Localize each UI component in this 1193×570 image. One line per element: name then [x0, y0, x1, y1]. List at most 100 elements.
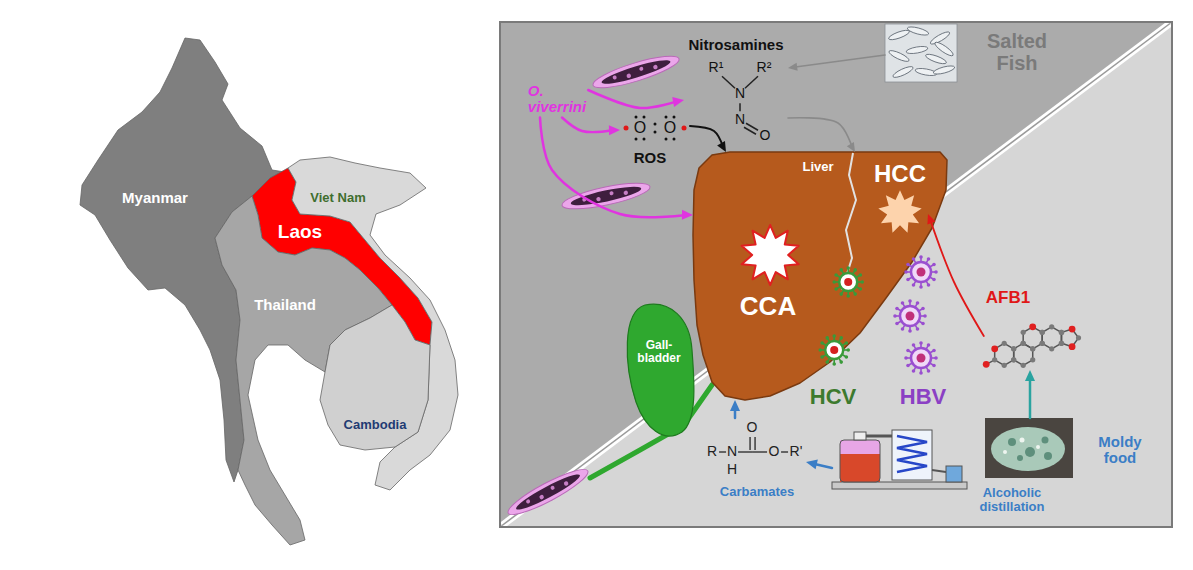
- toxin-structure: AFB1: [984, 287, 1082, 370]
- virus-spike-tip: [932, 263, 936, 267]
- tumor-site: HCC: [872, 159, 928, 236]
- virus-spike-tip: [904, 356, 908, 360]
- virus-spike-tip: [921, 307, 925, 311]
- carbon-atom: [1020, 340, 1025, 345]
- virus-spike-tip: [839, 360, 843, 364]
- carbon-atom: [1039, 340, 1044, 345]
- carbon-atom: [1011, 346, 1016, 351]
- virus-group: HBV: [895, 256, 948, 411]
- liver-crack: [842, 153, 856, 290]
- node-label: Cambodia: [344, 418, 407, 432]
- carbon-atom: [1001, 362, 1006, 367]
- virus-spike-tip: [846, 348, 850, 352]
- ring-bond: [994, 343, 1013, 365]
- carbon-atom: [1076, 335, 1081, 340]
- heater-base: [832, 482, 967, 489]
- receiver: [946, 466, 962, 482]
- distillation-apparatus: Alcoholic distillation: [832, 428, 1047, 516]
- node-label: Alcoholic distillation: [980, 486, 1045, 515]
- chemical-structure: OOROS: [620, 112, 690, 168]
- connector: [788, 118, 855, 152]
- dried-fish: [933, 64, 956, 75]
- node-label: Nitrosamines: [688, 37, 783, 54]
- virus-spike-tip: [825, 360, 829, 364]
- food-photo: Moldy food: [985, 418, 1144, 478]
- virus-spike-tip: [832, 334, 836, 338]
- arrowhead: [1025, 370, 1035, 381]
- electron-dot: [665, 116, 668, 119]
- virus-spike-tip: [919, 255, 923, 259]
- country-shape: [320, 305, 430, 450]
- oxygen-atom: [1069, 343, 1076, 350]
- virus-spike-tip: [834, 287, 838, 291]
- ring-bond: [1042, 327, 1061, 349]
- radical-dot: [682, 126, 687, 131]
- arrowhead: [672, 97, 684, 107]
- virus-spike-tip: [858, 287, 862, 291]
- node-label: ROS: [634, 150, 667, 167]
- carbon-atom: [992, 357, 997, 362]
- virus-spike-tip: [818, 348, 822, 352]
- node-label: Carbamates: [720, 485, 794, 499]
- oxygen-atom: [983, 361, 990, 368]
- carbon-atom: [1058, 329, 1063, 334]
- liver-shape: [693, 152, 947, 400]
- oxygen-atom: [1029, 323, 1036, 330]
- node-label: Thailand: [254, 297, 316, 314]
- dried-fish: [907, 25, 930, 36]
- liver-organ-figure: [693, 152, 947, 400]
- virus-spike-tip: [906, 349, 910, 353]
- mold-spot: [1036, 445, 1040, 449]
- carbon-atom: [1049, 324, 1054, 329]
- arrowhead: [806, 460, 818, 470]
- virus-spike-tip: [927, 343, 931, 347]
- virus-spike-tip: [912, 257, 916, 261]
- oxygen-atom: [991, 345, 998, 352]
- virus-spike-tip: [908, 329, 912, 333]
- virus-group-figure: [818, 266, 864, 366]
- outlet-tube: [932, 470, 946, 472]
- virus-spike-tip: [906, 278, 910, 282]
- virus-spike-tip: [912, 283, 916, 287]
- gallbladder-organ-figure: [627, 304, 694, 436]
- electron-dot: [643, 116, 646, 119]
- gallbladder-shape: [627, 304, 694, 436]
- oxygen-atom: [1069, 325, 1076, 332]
- chemical-bond: [745, 76, 758, 88]
- virus-group: HCV: [808, 264, 871, 411]
- virus-particle: [904, 255, 938, 289]
- connector: [690, 126, 726, 152]
- node-label: HBV: [900, 385, 946, 409]
- panel-ground: [500, 22, 1172, 527]
- atom-symbol: N: [735, 112, 745, 127]
- vapor-tube: [866, 435, 892, 438]
- virus-capsid: [911, 348, 931, 368]
- gallbladder-organ-drawing: [622, 300, 696, 446]
- gallbladder-organ: Gall-bladder: [622, 300, 696, 446]
- virus-spike-tip: [846, 294, 850, 298]
- chemical-structure: NitrosaminesR¹R²NNO: [684, 35, 788, 146]
- mold-colony: [991, 427, 1065, 471]
- dried-fish: [888, 28, 911, 41]
- carbon-atom: [1059, 340, 1064, 345]
- connector: [788, 55, 885, 71]
- atom-symbol: O: [769, 444, 780, 459]
- arrowhead: [730, 400, 740, 411]
- virus-spike-tip: [919, 341, 923, 345]
- atom-symbol: N: [735, 86, 745, 101]
- virus-spike-tip: [839, 292, 843, 296]
- virus-spike-tip: [912, 369, 916, 373]
- electron-dot: [673, 138, 676, 141]
- connector-line: [734, 407, 737, 418]
- connector-line: [1029, 377, 1032, 418]
- virus-genome: [844, 278, 852, 286]
- tumor-starburst: [878, 190, 921, 233]
- connector: [1025, 370, 1035, 418]
- virus-spike-tip: [934, 356, 938, 360]
- virus-spike-tip: [919, 371, 923, 375]
- virus-spike-tip: [844, 355, 848, 359]
- virus-spike-tip: [901, 301, 905, 305]
- mold-spot: [1025, 447, 1035, 457]
- carbon-atom: [1049, 346, 1054, 351]
- electron-dot: [635, 138, 638, 141]
